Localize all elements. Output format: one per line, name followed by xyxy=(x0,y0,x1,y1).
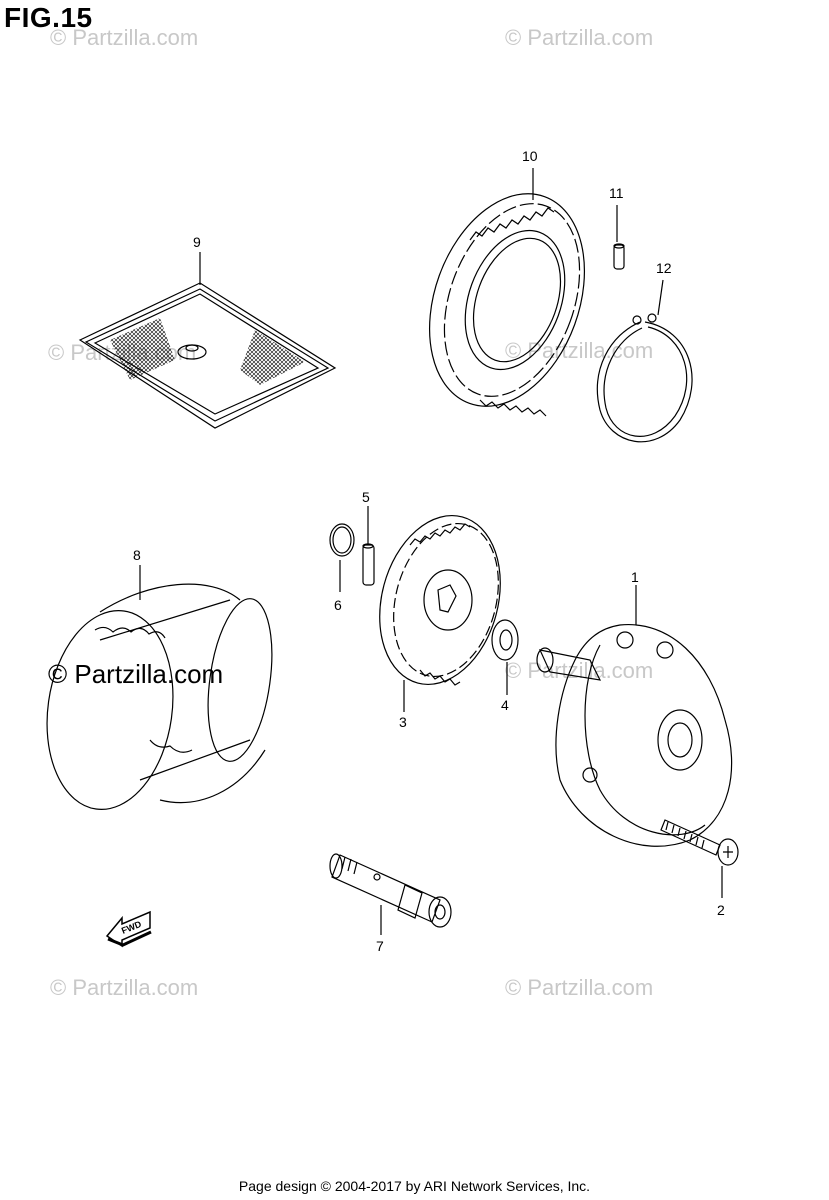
page-footer: Page design © 2004-2017 by ARI Network S… xyxy=(238,1178,591,1194)
diagram-canvas: © Partzilla.com © Partzilla.com © Partzi… xyxy=(46,25,739,1000)
callout-3: 3 xyxy=(399,714,407,730)
part-10-large-gear xyxy=(428,168,586,417)
fwd-arrow-icon: FWD xyxy=(105,910,152,948)
callout-4: 4 xyxy=(501,697,509,713)
callout-6: 6 xyxy=(334,597,342,613)
watermark-1: © Partzilla.com xyxy=(50,25,198,50)
part-3-driven-gear xyxy=(379,514,501,712)
part-9-oil-strainer xyxy=(78,252,337,429)
part-8-oil-filter xyxy=(46,565,273,811)
part-5-pin xyxy=(362,506,375,586)
callout-7: 7 xyxy=(376,938,384,954)
callout-11: 11 xyxy=(609,185,624,201)
watermark-5: © Partzilla.com xyxy=(505,658,653,683)
part-11-pin xyxy=(613,205,625,270)
callout-10: 10 xyxy=(522,148,538,164)
callout-5: 5 xyxy=(362,489,370,505)
watermark-7: © Partzilla.com xyxy=(505,975,653,1000)
part-7-union xyxy=(329,853,452,935)
watermark-2: © Partzilla.com xyxy=(505,25,653,50)
callout-2: 2 xyxy=(717,902,725,918)
part-1-oil-pump xyxy=(536,585,733,847)
part-4-washer xyxy=(491,619,519,695)
watermark-main: © Partzilla.com xyxy=(48,659,223,689)
part-6-small-circlip xyxy=(329,523,355,592)
callout-8: 8 xyxy=(133,547,141,563)
part-2-screw xyxy=(660,819,739,898)
callout-9: 9 xyxy=(193,234,201,250)
figure-title: FIG.15 xyxy=(4,2,93,33)
watermark-6: © Partzilla.com xyxy=(50,975,198,1000)
callout-1: 1 xyxy=(631,569,639,585)
part-12-circlip xyxy=(596,279,693,443)
callout-12: 12 xyxy=(656,260,672,276)
